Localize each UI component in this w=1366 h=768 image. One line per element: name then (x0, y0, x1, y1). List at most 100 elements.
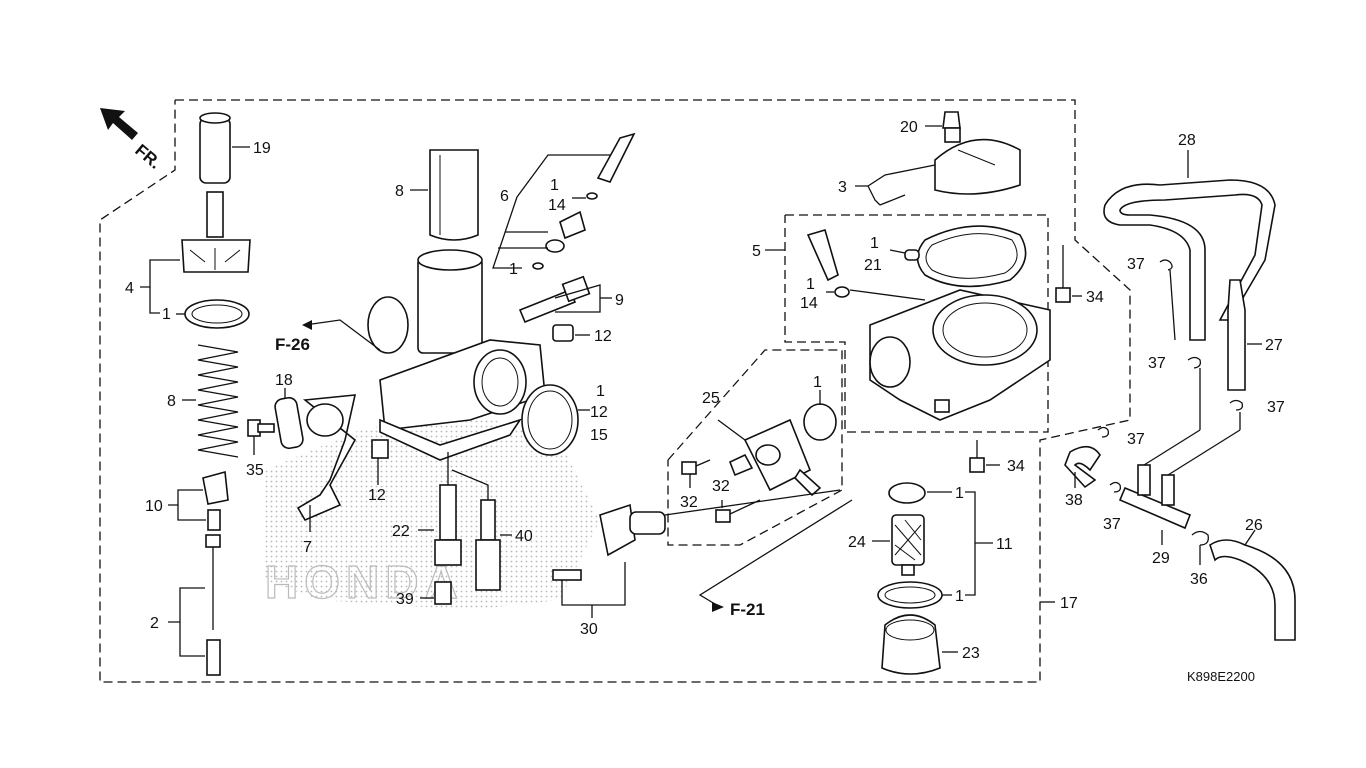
part-2-needle (168, 534, 221, 676)
part-5-carb-body-right (765, 249, 1051, 421)
label-20: 20 (900, 119, 918, 136)
label-8-slide: 8 (395, 183, 404, 200)
label-1-g: 1 (955, 485, 964, 502)
label-19: 19 (253, 140, 271, 157)
label-25: 25 (702, 390, 720, 407)
part-3-cover (855, 138, 1021, 206)
label-1-h: 1 (955, 588, 964, 605)
part-11-float-assembly (872, 482, 993, 609)
label-1-d: 1 (813, 374, 822, 391)
part-7-lever (296, 394, 357, 532)
part-6-screw-assembly (492, 132, 636, 270)
label-18: 18 (275, 372, 293, 389)
part-18-plate (274, 388, 304, 450)
part-20-valve (925, 111, 961, 143)
label-36: 36 (1190, 571, 1208, 588)
label-37-d: 37 (1127, 431, 1145, 448)
label-1-c: 1 (596, 383, 605, 400)
part-37-clips (1097, 259, 1244, 493)
label-37-a: 37 (1127, 256, 1145, 273)
label-22: 22 (392, 523, 410, 540)
part-34-bolt-upper (1055, 245, 1082, 303)
watermark-text: HONDA (265, 556, 464, 608)
label-1-e: 1 (870, 235, 879, 252)
label-2: 2 (150, 615, 159, 632)
part-labels: 19 4 1 8 10 2 8 6 1 14 1 9 12 F-26 18 35… (125, 119, 1285, 684)
label-7: 7 (303, 539, 312, 556)
f21-arrow (698, 499, 853, 612)
label-26: 26 (1245, 517, 1263, 534)
part-12-small-block (371, 439, 389, 485)
diagram-code: K898E2200 (1187, 669, 1255, 684)
label-1-f: 1 (806, 276, 815, 293)
part-12-clip (552, 324, 590, 342)
part-1-oring-choke (803, 390, 837, 441)
part-26-hose (1209, 529, 1296, 641)
part-36-clip (1191, 530, 1209, 565)
part-40-jet (451, 469, 512, 591)
front-arrow-icon: FR. (100, 108, 165, 173)
label-37-c: 37 (1267, 399, 1285, 416)
label-28: 28 (1178, 132, 1196, 149)
label-17: 17 (1060, 595, 1078, 612)
label-14-a: 14 (548, 197, 566, 214)
part-8-throttle-slide (410, 149, 479, 241)
label-8-spring: 8 (167, 393, 176, 410)
part-21-gasket (889, 225, 1027, 288)
part-4-top (140, 191, 251, 314)
label-37-b: 37 (1148, 355, 1166, 372)
label-10: 10 (145, 498, 163, 515)
label-1-left: 1 (162, 306, 171, 323)
label-23: 23 (962, 645, 980, 662)
label-9: 9 (615, 292, 624, 309)
label-5: 5 (752, 243, 761, 260)
part-38-hose (1064, 445, 1101, 489)
label-34-b: 34 (1007, 458, 1025, 475)
label-38: 38 (1065, 492, 1083, 509)
part-34-bolt-lower (969, 440, 1000, 473)
label-21: 21 (864, 257, 882, 274)
part-1-12-15-gasket (521, 384, 590, 456)
label-15: 15 (590, 427, 608, 444)
label-12-b: 12 (368, 487, 386, 504)
label-11: 11 (996, 536, 1013, 553)
label-14-b: 14 (800, 295, 818, 312)
watermark-shading: HONDA (264, 410, 600, 610)
ref-f21: F-21 (730, 600, 765, 619)
part-1-oring-left (176, 299, 250, 329)
part-25-choke-assembly (717, 418, 822, 497)
part-29-tee (1118, 429, 1241, 545)
label-1-a: 1 (550, 177, 559, 194)
f26-arrow (302, 319, 381, 351)
part-1-14-screw-and-oring (806, 229, 926, 301)
label-39: 39 (396, 591, 414, 608)
part-9-screw (518, 275, 612, 324)
label-30: 30 (580, 621, 598, 638)
label-37-e: 37 (1103, 516, 1121, 533)
label-27: 27 (1265, 337, 1283, 354)
part-39-screw (420, 581, 452, 605)
part-22-jet (418, 452, 462, 566)
label-6: 6 (500, 188, 509, 205)
label-12-c: 12 (590, 404, 608, 421)
part-8-spring (182, 344, 239, 458)
label-35: 35 (246, 462, 264, 479)
label-3: 3 (838, 179, 847, 196)
part-35-screw (247, 419, 275, 455)
label-29: 29 (1152, 550, 1170, 567)
label-34-a: 34 (1086, 289, 1104, 306)
label-4: 4 (125, 280, 134, 297)
label-1-b: 1 (509, 261, 518, 278)
part-27-tube (1227, 279, 1262, 391)
label-12-a: 12 (594, 328, 612, 345)
assembly-boundary (99, 99, 1131, 683)
part-23-bowl (881, 614, 958, 675)
label-40: 40 (515, 528, 533, 545)
part-10-clip (168, 470, 229, 531)
part-32-screws (681, 459, 761, 523)
part-19-cap (199, 112, 250, 184)
front-marker-label: FR. (131, 141, 164, 173)
part-30-choke-cable (552, 489, 841, 618)
label-32-a: 32 (680, 494, 698, 511)
